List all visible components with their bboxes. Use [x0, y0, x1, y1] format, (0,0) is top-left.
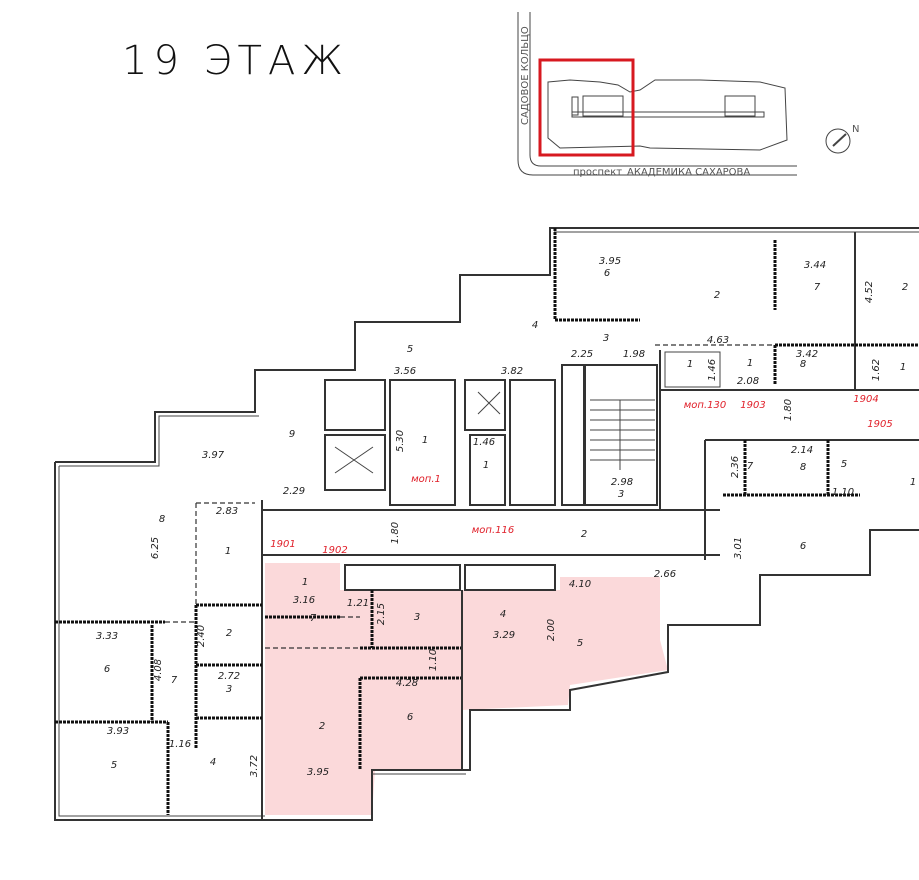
floor-title: 19 ЭТАЖ: [122, 38, 349, 84]
label: 3.93: [107, 726, 129, 737]
label: 4: [210, 757, 216, 768]
compass-icon: N: [825, 124, 859, 154]
label: 3.42: [796, 349, 818, 360]
label: 1: [747, 358, 753, 369]
label: 2: [226, 628, 232, 639]
label: 5: [841, 459, 847, 470]
walls: [54, 227, 919, 821]
label: 1.10: [428, 649, 439, 671]
mop-1-label: моп.1: [411, 474, 441, 485]
label: 6: [407, 712, 413, 723]
street-prefix: проспект: [573, 167, 622, 178]
highlighted-unit-1902[interactable]: [265, 563, 668, 815]
label: 2.29: [283, 486, 305, 497]
label: 3.82: [501, 366, 523, 377]
label: 6: [604, 268, 610, 279]
label: 7: [747, 461, 754, 472]
room-labels: 3.95 6 2 3.44 7 4.52 2 4 3 5 3.56 3.82 2…: [96, 256, 916, 778]
label: 1: [910, 477, 916, 488]
label: 9: [289, 429, 295, 440]
svg-text:N: N: [852, 124, 859, 135]
label: 1: [900, 362, 906, 373]
unit-1904-label[interactable]: 1904: [853, 394, 878, 405]
label: 3.29: [493, 630, 515, 641]
label: 6.25: [150, 537, 161, 559]
label: 7: [310, 613, 317, 624]
label: 2: [319, 721, 325, 732]
highlight-frame: [538, 58, 635, 157]
label: 4: [532, 320, 538, 331]
label: 1.21: [347, 598, 369, 609]
label: 3.44: [804, 260, 826, 271]
key-plan: САДОВОЕ КОЛЬЦО проспект АКАДЕМИКА САХАРО…: [517, 12, 859, 178]
unit-1905-label[interactable]: 1905: [867, 419, 892, 430]
label: 2: [581, 529, 587, 540]
label: 1.46: [473, 437, 495, 448]
label: 3: [414, 612, 420, 623]
label: 2.40: [196, 625, 207, 647]
unit-1902-label[interactable]: 1902: [322, 545, 347, 556]
label: 1.98: [623, 349, 645, 360]
label: 3.72: [249, 755, 260, 777]
label: 2.66: [654, 569, 676, 580]
label: 4.63: [707, 335, 729, 346]
label: 1: [687, 359, 693, 370]
label: 1.46: [707, 359, 718, 381]
label: 5.30: [395, 430, 406, 452]
label: 2.36: [730, 456, 741, 478]
label: 2.08: [737, 376, 759, 387]
label: 2: [902, 282, 908, 293]
label: 3.95: [307, 767, 329, 778]
label: 4.52: [864, 281, 875, 303]
label: 3.01: [733, 537, 744, 559]
label: 3.95: [599, 256, 621, 267]
street-sadovoe: САДОВОЕ КОЛЬЦО: [520, 26, 531, 125]
label: 2.15: [376, 603, 387, 625]
label: 5: [111, 760, 117, 771]
label: 2.25: [571, 349, 593, 360]
unit-1901-label[interactable]: 1901: [270, 539, 295, 550]
label: 1: [225, 546, 231, 557]
label: 2.00: [546, 619, 557, 641]
label: 5: [577, 638, 583, 649]
label: 1: [483, 460, 489, 471]
label: 3.56: [394, 366, 416, 377]
label: 5: [407, 344, 413, 355]
unit-labels: 1901 1902 моп.1 моп.116 моп.130 1903 190…: [270, 394, 892, 556]
label: 1.80: [783, 399, 794, 421]
label: 2.72: [218, 671, 240, 682]
label: 1: [422, 435, 428, 446]
label: 3.97: [202, 450, 225, 461]
label: 7: [171, 675, 178, 686]
label: 8: [800, 359, 806, 370]
label: 2: [714, 290, 720, 301]
label: 8: [159, 514, 165, 525]
label: 2.14: [791, 445, 813, 456]
label: 1.62: [871, 359, 882, 381]
label: 3.33: [96, 631, 118, 642]
label: 3: [603, 333, 609, 344]
mop-116-label: моп.116: [472, 525, 514, 536]
unit-1903-label[interactable]: 1903: [740, 400, 765, 411]
label: 6: [104, 664, 110, 675]
street-sakharova: АКАДЕМИКА САХАРОВА: [627, 167, 750, 178]
label: 4: [500, 609, 506, 620]
mop-130-label: моп.130: [684, 400, 726, 411]
label: 6: [800, 541, 806, 552]
label: 3.16: [293, 595, 315, 606]
label: 1: [302, 577, 308, 588]
label: 7: [814, 282, 821, 293]
label: 2.83: [216, 506, 238, 517]
label: 3: [226, 684, 232, 695]
label: 1.80: [390, 522, 401, 544]
label: 3: [618, 489, 624, 500]
label: 4.08: [153, 659, 164, 681]
label: 4.28: [396, 678, 418, 689]
label: 8: [800, 462, 806, 473]
label: 1.10: [832, 487, 854, 498]
label: 1.16: [169, 739, 191, 750]
label: 4.10: [569, 579, 591, 590]
label: 2.98: [611, 477, 633, 488]
